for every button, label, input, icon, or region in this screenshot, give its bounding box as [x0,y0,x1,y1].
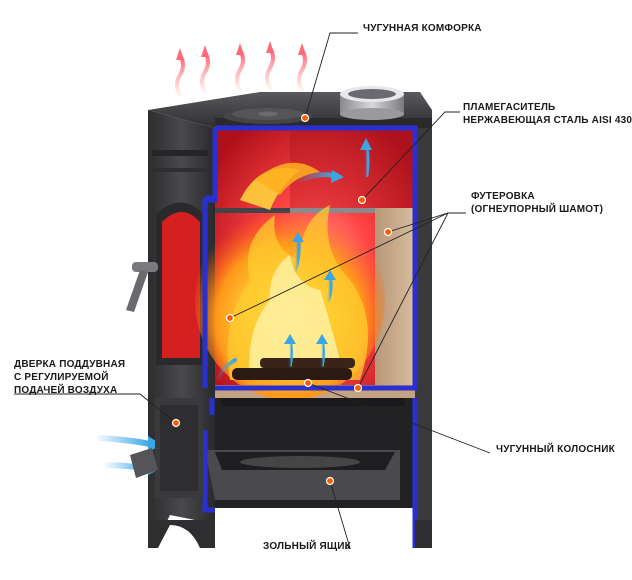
label-flame-baffle: ПЛАМЕГАСИТЕЛЬ НЕРЖАВЕЮЩАЯ СТАЛЬ AISI 430 [463,101,632,127]
heat-waves [175,41,307,97]
label-ash-drawer: ЗОЛЬНЫЙ ЯЩИК [263,540,351,553]
callout-markers [171,113,393,486]
label-ash-door-line1: ДВЕРКА ПОДДУВНАЯ [14,359,126,370]
flue-pipe [340,86,404,120]
label-lining-line2: (ОГНЕУПОРНЫЙ ШАМОТ) [471,204,604,215]
label-lining-line1: ФУТЕРОВКА [471,191,535,202]
label-cast-iron-grate-text: ЧУГУННЫЙ КОЛОСНИК [496,444,615,455]
label-cast-iron-hotplate: ЧУГУННАЯ КОМФОРКА [363,22,482,35]
leader-lines [14,32,491,549]
label-cast-iron-grate: ЧУГУННЫЙ КОЛОСНИК [496,443,615,456]
label-ash-door-line2: С РЕГУЛИРУЕМОЙ [14,372,109,383]
label-flame-baffle-line2: НЕРЖАВЕЮЩАЯ СТАЛЬ AISI 430 [463,115,632,126]
cast-iron-hotplate [223,108,313,124]
label-ash-door: ДВЕРКА ПОДДУВНАЯ С РЕГУЛИРУЕМОЙ ПОДАЧЕЙ … [14,358,125,397]
label-flame-baffle-line1: ПЛАМЕГАСИТЕЛЬ [463,102,556,113]
seal-frame [202,125,418,548]
label-ash-door-line3: ПОДАЧЕЙ ВОЗДУХА [14,385,118,396]
stove-legs [148,520,432,548]
label-cast-iron-hotplate-text: ЧУГУННАЯ КОМФОРКА [363,23,482,34]
ash-door [130,398,203,498]
door-handle [126,262,158,312]
air-flow-arrows [97,138,372,475]
label-ash-drawer-text: ЗОЛЬНЫЙ ЯЩИК [263,541,351,552]
fire [195,162,385,400]
label-lining: ФУТЕРОВКА (ОГНЕУПОРНЫЙ ШАМОТ) [471,190,603,216]
ash-pit [205,398,415,508]
